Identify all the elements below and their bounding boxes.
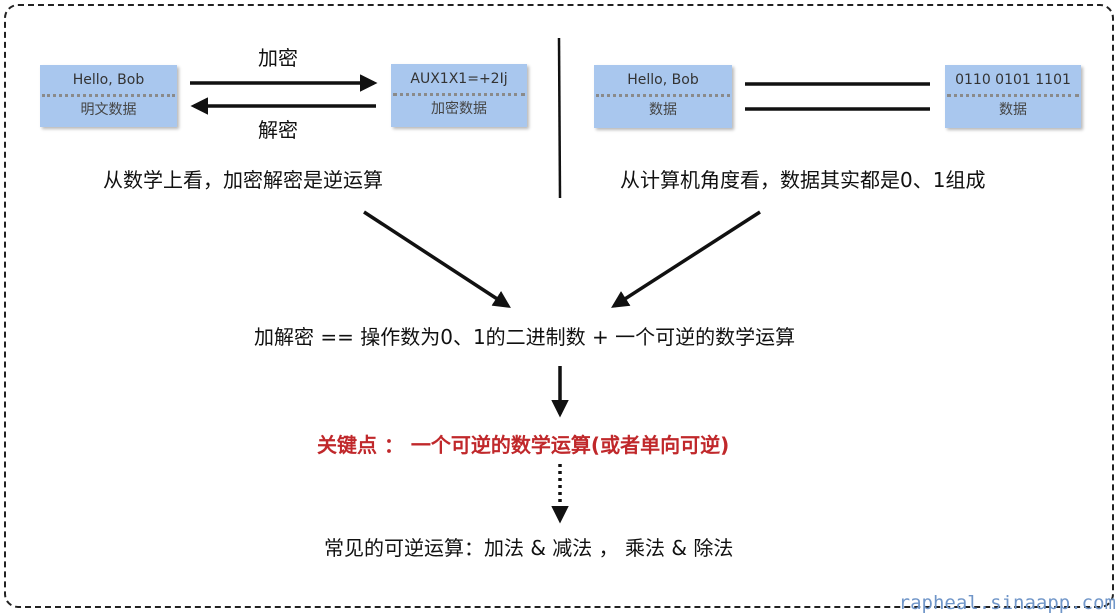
math-view-caption: 从数学上看，加密解密是逆运算 (103, 168, 383, 192)
vertical-divider (557, 37, 562, 199)
text-data-box: Hello, Bob 数据 (594, 65, 732, 128)
computer-view-caption: 从计算机角度看，数据其实都是0、1组成 (620, 168, 986, 192)
binary-data-box: 0110 0101 1101 数据 (945, 65, 1081, 128)
reversible-operations: 常见的可逆运算：加法 & 减法 ， 乘法 & 除法 (324, 536, 734, 560)
summary-formula: 加解密 == 操作数为0、1的二进制数 + 一个可逆的数学运算 (254, 325, 796, 349)
dashed-frame (4, 4, 1114, 608)
watermark: rapheal.sinaapp.com (898, 592, 1116, 614)
binary-data-box-label: 数据 (999, 102, 1027, 118)
plaintext-box-value: Hello, Bob (72, 72, 145, 88)
right-to-summary-arrow (611, 210, 761, 308)
ciphertext-box-value: AUX1X1=+2Ij (410, 71, 508, 87)
text-data-box-label: 数据 (649, 102, 677, 118)
key-point: 关键点 ： 一个可逆的数学运算(或者单向可逆) (317, 433, 730, 457)
plaintext-box: Hello, Bob 明文数据 (40, 65, 177, 127)
ciphertext-box-label: 加密数据 (431, 101, 487, 117)
box-divider (42, 94, 175, 97)
box-divider (947, 94, 1079, 97)
text-data-box-value: Hello, Bob (627, 72, 699, 88)
encrypt-label: 加密 (258, 46, 298, 70)
box-divider (596, 94, 730, 97)
decrypt-label: 解密 (258, 118, 298, 142)
box-divider (393, 93, 525, 96)
left-to-summary-arrow (363, 210, 511, 308)
ciphertext-box: AUX1X1=+2Ij 加密数据 (391, 64, 527, 127)
plaintext-box-label: 明文数据 (80, 102, 137, 118)
binary-data-box-value: 0110 0101 1101 (955, 72, 1071, 88)
